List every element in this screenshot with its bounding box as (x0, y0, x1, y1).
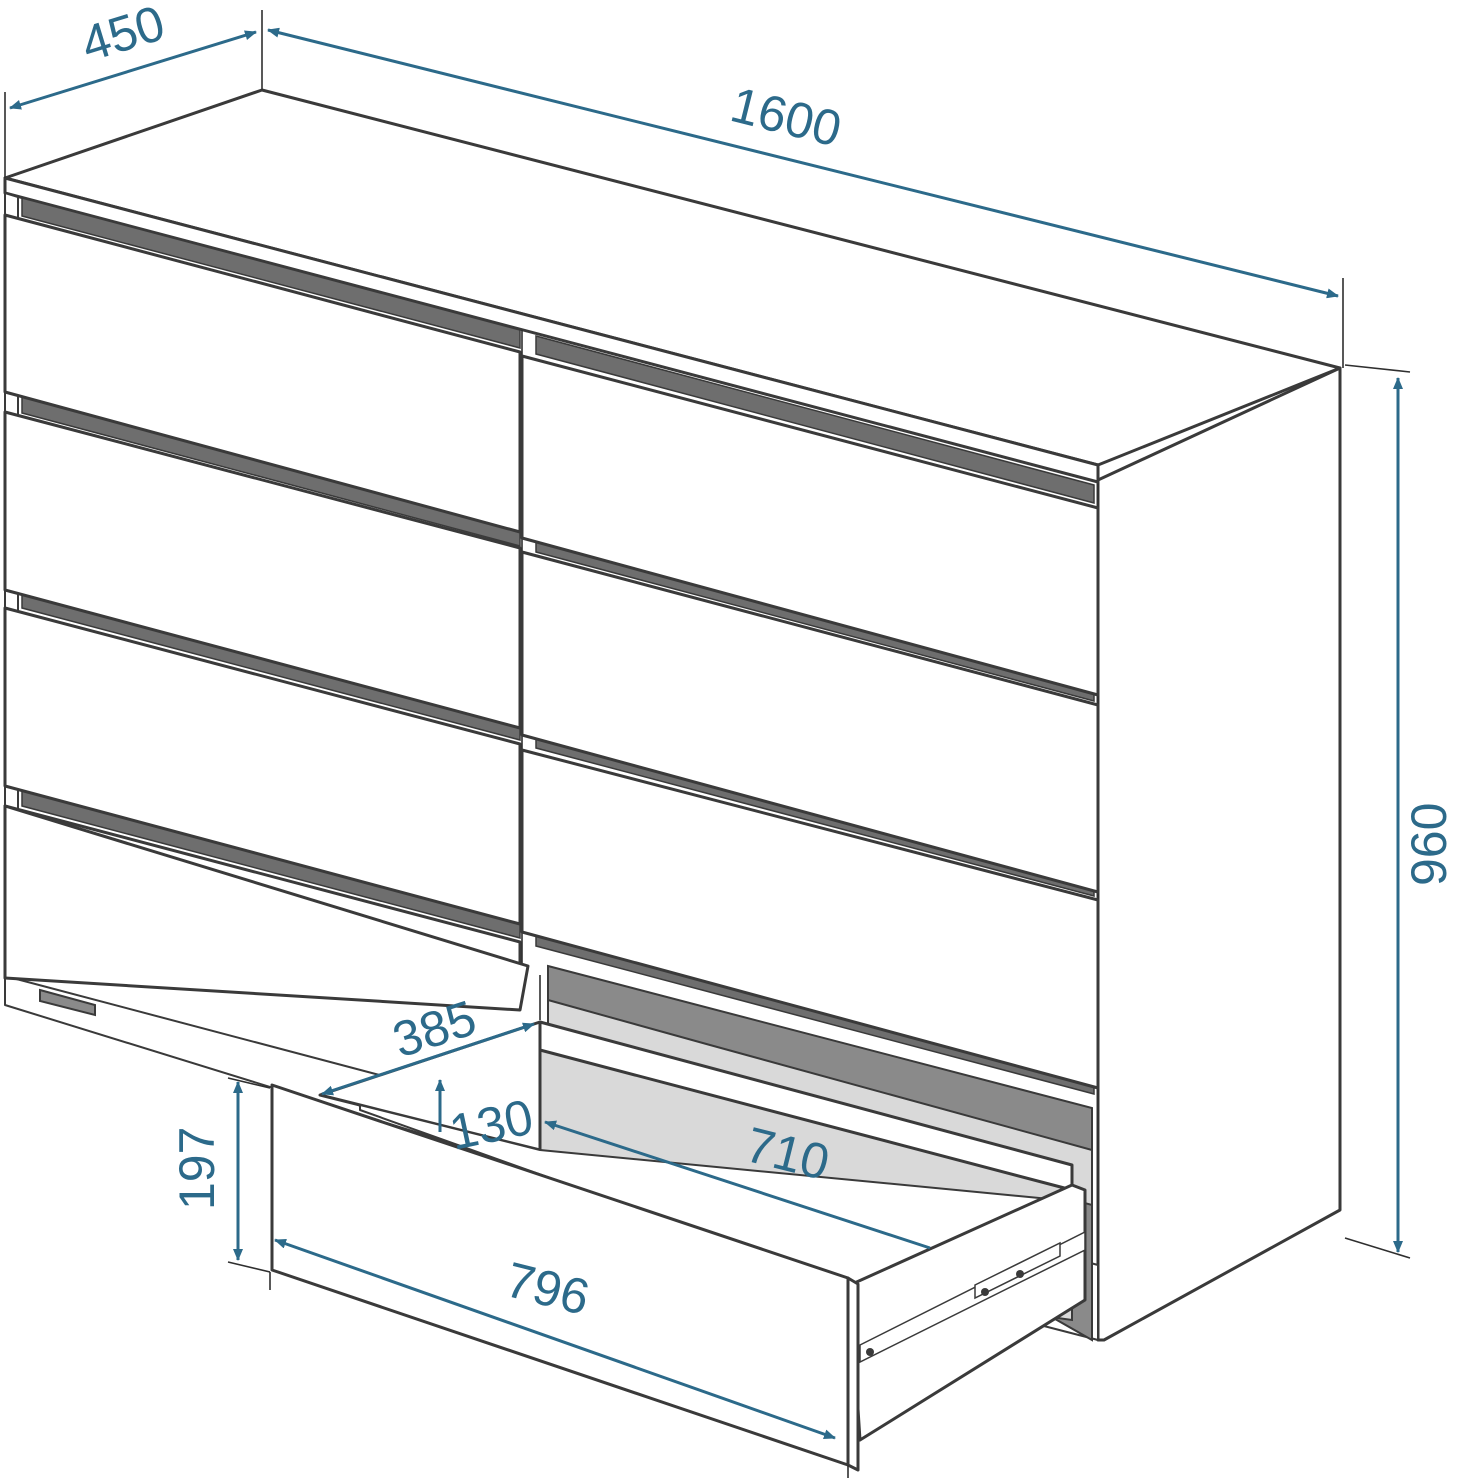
drawer-left-1[interactable] (3, 213, 522, 534)
drawer-left-3[interactable] (3, 606, 522, 926)
label-width: 1600 (725, 76, 846, 157)
drawer-right-2[interactable] (520, 550, 1100, 894)
dim-line-width (267, 27, 1339, 299)
dimension-lines (9, 27, 1403, 1440)
drawer-right-1[interactable] (520, 354, 1100, 697)
right-side-panel (1096, 366, 1342, 1342)
drawer-right-3[interactable] (520, 748, 1100, 1090)
dim-line-inner-depth (321, 1022, 535, 1096)
dim-line-inner-width (544, 1120, 931, 1250)
dim-line-front-width (274, 1238, 836, 1440)
label-height: 960 (1401, 803, 1457, 886)
left-drawer-column (3, 197, 530, 1017)
foot-left (39, 988, 96, 1017)
extension-lines (4, 10, 1411, 1478)
dim-line-depth (9, 30, 257, 110)
label-front-height: 197 (169, 1127, 225, 1210)
drawer-left-2[interactable] (3, 410, 522, 730)
